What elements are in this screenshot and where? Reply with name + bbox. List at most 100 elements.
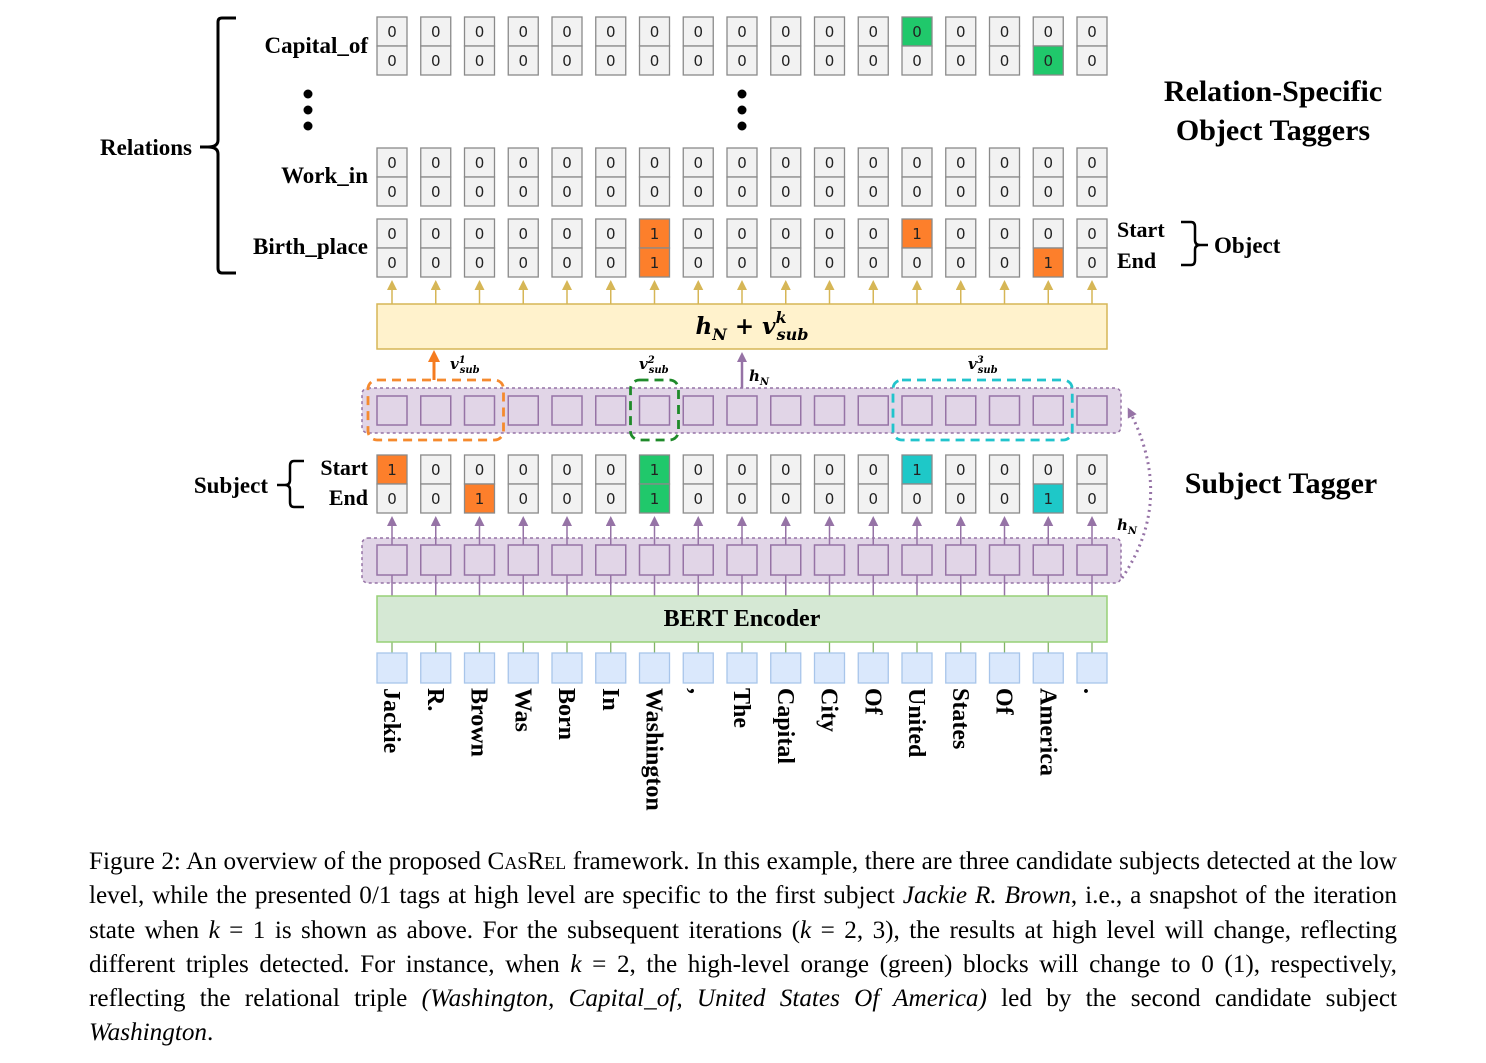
token-label: The — [728, 688, 754, 728]
subject-start-cell — [901, 454, 933, 485]
token-label: Jackie — [378, 688, 404, 754]
caption-casrel: CasRel — [487, 848, 567, 875]
fusion-layer — [376, 303, 1108, 350]
object-end-cell-value: 0 — [737, 254, 747, 272]
object-end-cell — [988, 176, 1021, 207]
encoder-hidden-box — [945, 544, 977, 576]
object-start-cell — [726, 218, 758, 249]
encoder-hidden-box — [1032, 544, 1064, 576]
hidden-state-box — [463, 395, 496, 426]
object-start-cell — [682, 218, 714, 249]
object-end-cell-value: 0 — [518, 183, 528, 201]
object-end-cell — [638, 247, 671, 278]
object-start-cell-value: 0 — [606, 23, 616, 41]
subject-start-cell-value: 0 — [431, 461, 441, 479]
object-start-cell — [420, 147, 452, 178]
object-end-cell-value: 0 — [912, 52, 922, 70]
encoder-hidden-box — [376, 544, 408, 576]
object-end-cell-value: 0 — [912, 254, 922, 272]
object-end-cell-value: 0 — [475, 183, 485, 201]
object-end-cell-value: 0 — [693, 183, 703, 201]
caption-math-k: k — [800, 916, 812, 944]
object-start-cell — [988, 218, 1021, 249]
token-embedding-box — [376, 652, 408, 684]
subject-start-cell-value: 1 — [912, 461, 922, 479]
object-end-cell-value: 0 — [912, 183, 922, 201]
encoder-hidden-box — [682, 544, 714, 576]
object-end-cell — [857, 176, 889, 207]
object-start-cell-value: 0 — [387, 154, 397, 172]
subject-end-cell-value: 1 — [650, 490, 660, 508]
object-end-cell — [507, 247, 539, 278]
object-end-cell — [1076, 45, 1108, 76]
hidden-state-box — [507, 395, 539, 426]
token-label: Washington — [641, 688, 667, 811]
object-start-cell-value: 0 — [475, 154, 485, 172]
object-end-cell-value: 0 — [387, 52, 397, 70]
object-end-cell-value: 0 — [825, 254, 835, 272]
object-start-cell-value: 0 — [431, 154, 441, 172]
object-start-cell — [988, 16, 1021, 47]
encoder-hidden-box — [988, 544, 1021, 576]
token-embedding-box — [682, 652, 714, 684]
relation-label-birth-place: Birth_place — [253, 234, 368, 259]
caption-text: Figure 2: An overview of the proposed — [89, 848, 488, 875]
subject-end-cell — [638, 483, 671, 514]
object-start-cell-value: 0 — [737, 154, 747, 172]
object-start-cell — [507, 218, 539, 249]
caption-italic: Washington — [89, 1019, 208, 1047]
object-end-cell — [901, 176, 933, 207]
object-end-cell — [813, 176, 846, 207]
object-start-cell-value: 0 — [431, 23, 441, 41]
object-end-cell — [988, 45, 1021, 76]
bert-encoder-label: BERT Encoder — [664, 606, 821, 632]
subject-end-cell-value: 0 — [956, 490, 966, 508]
object-end-cell — [551, 176, 583, 207]
subject-end-cell-value: 0 — [562, 490, 572, 508]
token-embedding-box — [638, 652, 671, 684]
object-start-cell-value: 0 — [737, 23, 747, 41]
object-start-cell-value: 0 — [562, 23, 572, 41]
object-end-cell — [376, 247, 408, 278]
encoder-hidden-box — [726, 544, 758, 576]
object-end-cell — [376, 176, 408, 207]
object-start-cell — [901, 147, 933, 178]
object-end-cell-value: 0 — [475, 254, 485, 272]
object-end-cell — [638, 176, 671, 207]
object-end-cell — [726, 247, 758, 278]
object-start-cell-value: 0 — [956, 225, 966, 243]
object-start-cell — [857, 218, 889, 249]
ellipsis-center-icon — [737, 89, 747, 131]
token-embedding-box — [813, 652, 846, 684]
object-end-cell — [1032, 247, 1064, 278]
subject-end-cell — [463, 483, 496, 514]
object-start-cell-value: 0 — [387, 225, 397, 243]
object-end-cell — [1076, 247, 1108, 278]
object-start-cell-value: 0 — [1000, 225, 1010, 243]
object-start-cell-value: 1 — [650, 225, 660, 243]
object-start-cell-value: 1 — [912, 225, 922, 243]
object-start-cell — [551, 147, 583, 178]
subject-end-cell — [420, 483, 452, 514]
object-end-cell-value: 0 — [956, 183, 966, 201]
object-end-cell-value: 0 — [693, 52, 703, 70]
encoder-hidden-box — [595, 544, 627, 576]
subject-start-cell — [551, 454, 583, 485]
object-brace — [1181, 220, 1208, 267]
subject-start-cell-value: 0 — [781, 461, 791, 479]
token-label: United — [903, 688, 929, 758]
subject-end-cell — [945, 483, 977, 514]
object-start-cell — [945, 147, 977, 178]
object-end-cell — [1032, 45, 1064, 76]
encoder-hidden-box — [420, 544, 452, 576]
object-end-cell — [901, 247, 933, 278]
hidden-state-box — [770, 395, 802, 426]
object-end-cell — [595, 247, 627, 278]
token-label: . — [1078, 688, 1104, 694]
object-start-cell — [595, 16, 627, 47]
encoder-hidden-box — [901, 544, 933, 576]
subject-start-cell-value: 0 — [518, 461, 528, 479]
encoder-hidden-box — [463, 544, 496, 576]
